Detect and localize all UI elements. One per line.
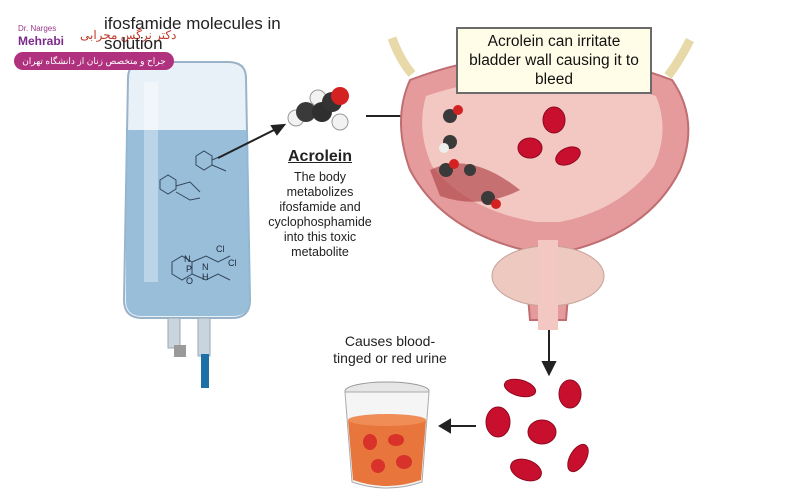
iv-bag-title: ifosfamide molecules in solution — [104, 14, 281, 53]
causes-text: Causes blood-tinged or red urine — [333, 333, 447, 366]
acrolein-description: The body metabolizes ifosfamide and cycl… — [268, 170, 372, 259]
atom-n1: N — [184, 254, 191, 264]
iv-bag — [122, 61, 252, 388]
logo-persian-name: دکتر نرگس محرابی — [80, 28, 177, 42]
atom-cl2: Cl — [228, 258, 237, 268]
callout-box: Acrolein can irritate bladder wall causi… — [456, 27, 652, 94]
logo-name-line2: Mehrabi — [18, 34, 65, 48]
atom-n2: N — [202, 262, 209, 272]
molecule-atom-labels: N P O N H Cl Cl — [184, 244, 237, 286]
atom-cl1: Cl — [216, 244, 225, 254]
atom-o: O — [186, 276, 193, 286]
logo-subtitle-banner: جراح و متخصص زنان از دانشگاه تهران — [14, 52, 174, 70]
logo-name-line1: Dr. Narges — [18, 24, 57, 33]
atom-p: P — [186, 264, 192, 274]
urine-cup — [344, 381, 430, 489]
ifosfamide-molecule-drawings — [159, 150, 231, 281]
atom-h: H — [202, 272, 209, 282]
blood-cells — [485, 106, 589, 482]
acrolein-molecule — [287, 87, 349, 131]
bladder-acrolein-molecules — [439, 105, 501, 209]
acrolein-heading: Acrolein — [287, 148, 352, 165]
